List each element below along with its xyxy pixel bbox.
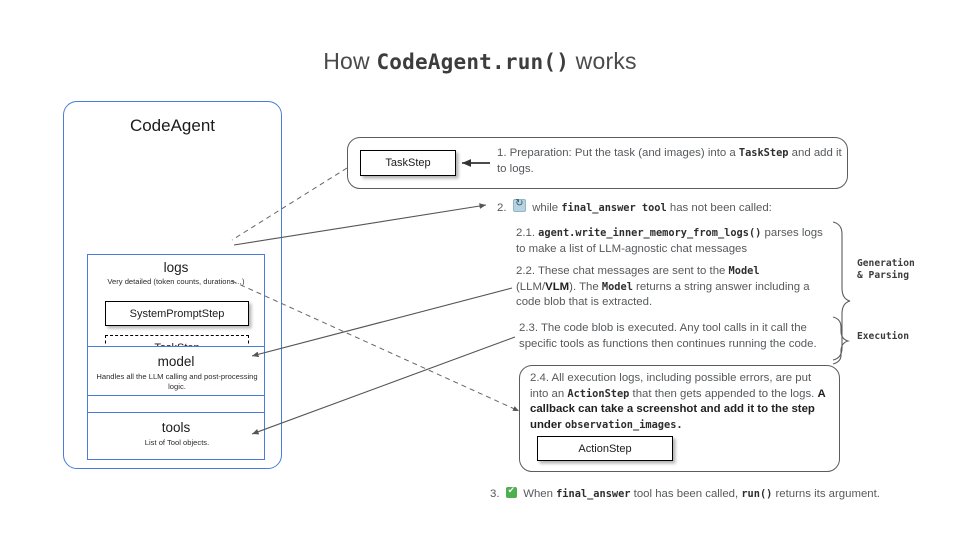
substep-2-2-text-b: (LLM/ <box>516 280 546 293</box>
bracket-execution <box>832 316 850 365</box>
group-label-generation-parsing: Generation & Parsing <box>857 258 915 282</box>
substep-2-4-number: 2.4. <box>530 372 549 384</box>
substep-2-4-text-a: All execution logs, including possible e… <box>530 372 812 400</box>
step3-text-c: returns its argument. <box>772 488 880 500</box>
step3-text-a: When <box>523 488 557 500</box>
page-title: How CodeAgent.run() works <box>0 48 960 75</box>
logs-subtitle: Very detailed (token counts, durations…) <box>107 277 245 286</box>
step2-text-a: while <box>532 202 562 214</box>
group-label-execution-line1: Execution <box>857 331 909 342</box>
log-entry-systempromptstep[interactable]: SystemPromptStep <box>105 301 249 326</box>
step1-number: 1. <box>497 147 507 159</box>
group-label-generation-line1: Generation <box>857 258 915 269</box>
substep-2-4-text-b: that then gets appended to the logs. <box>629 387 818 400</box>
step1-text: 1. Preparation: Put the task (and images… <box>497 146 842 177</box>
step1-text-b: and add it to logs. <box>497 147 842 175</box>
step1-text-a: Preparation: Put the task (and images) i… <box>506 147 739 159</box>
substep-2-2-bold-a: VLM <box>545 280 570 293</box>
tools-box: tools List of Tool objects. <box>87 412 265 460</box>
substep-2-2-text: 2.2. These chat messages are sent to the… <box>516 264 816 311</box>
actionstep-chip[interactable]: ActionStep <box>537 436 673 461</box>
model-desc: Handles all the LLM calling and post-pro… <box>96 372 258 391</box>
substep-2-2-text-c: ). The <box>569 280 602 293</box>
title-prefix: How <box>323 48 377 74</box>
step3-text-b: tool has been called, <box>630 488 742 500</box>
step2-text-b: has not been called: <box>666 202 772 214</box>
step2-text: 2. while final_answer tool has not been … <box>497 197 837 217</box>
substep-2-1-number: 2.1. <box>516 227 535 239</box>
step3-number: 3. <box>490 488 500 500</box>
step2-number: 2. <box>497 202 507 214</box>
title-suffix: works <box>569 48 637 74</box>
loop-emoji-icon <box>512 197 526 212</box>
logs-title: logs <box>163 260 189 275</box>
step3-text: 3. When final_answer tool has been calle… <box>490 484 920 503</box>
substep-2-4-text: 2.4. All execution logs, including possi… <box>530 371 832 433</box>
check-emoji-icon <box>505 484 517 498</box>
step2-code-a: final_answer tool <box>561 202 667 214</box>
model-box: model Handles all the LLM calling and po… <box>87 346 265 396</box>
tools-title: tools <box>161 420 191 435</box>
substep-2-2-code-b: Model <box>601 280 633 293</box>
title-code: CodeAgent.run() <box>376 50 570 74</box>
step1-code-a: TaskStep <box>738 147 789 159</box>
substep-2-1-code-a: agent.write_inner_memory_from_logs() <box>538 227 762 239</box>
taskstep-chip[interactable]: TaskStep <box>360 150 456 176</box>
model-title: model <box>157 354 195 369</box>
arrow-substep-2-2-to-model <box>251 287 513 358</box>
substep-2-3-text: 2.3. The code blob is executed. Any tool… <box>519 321 834 352</box>
substep-2-2-text-d: returns a string answer including a code… <box>516 280 810 309</box>
codeagent-panel: CodeAgent logs Very detailed (token coun… <box>63 101 282 469</box>
substep-2-2-code-a: Model <box>728 265 760 277</box>
tools-desc: List of Tool objects. <box>144 438 210 447</box>
bracket-generation-parsing <box>832 221 851 361</box>
substep-2-1-text-a: parses logs to make a list of LLM-agnost… <box>516 227 823 255</box>
codeagent-title: CodeAgent <box>129 116 216 135</box>
group-label-generation-line2: & Parsing <box>857 270 909 281</box>
step3-code-b: run() <box>741 488 773 500</box>
substep-2-4-bold-a: A callback can take a screenshot and add… <box>530 387 826 431</box>
step3-code-a: final_answer <box>556 488 631 500</box>
group-label-execution: Execution <box>857 331 909 343</box>
substep-2-3-number: 2.3. <box>519 322 538 334</box>
arrow-substep-2-3-to-tools <box>251 336 516 435</box>
substep-2-3-text-a: The code blob is executed. Any tool call… <box>519 322 817 350</box>
substep-2-1-text: 2.1. agent.write_inner_memory_from_logs(… <box>516 226 826 257</box>
substep-2-2-number: 2.2. <box>516 265 535 277</box>
substep-2-2-text-a: These chat messages are sent to the <box>535 265 729 277</box>
substep-2-4-code-b: observation_images. <box>564 418 683 431</box>
substep-2-4-code-a: ActionStep <box>567 387 630 400</box>
